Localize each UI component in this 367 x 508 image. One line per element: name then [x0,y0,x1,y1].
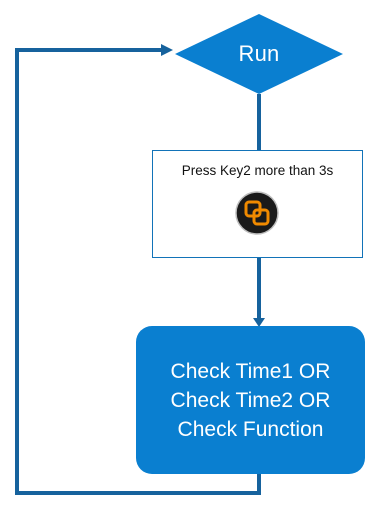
arrowhead-into-run [161,44,173,56]
press-key-label: Press Key2 more than 3s [181,163,334,178]
run-label: Run [238,41,280,66]
check-line-3: Check Function [177,417,324,441]
check-line-2: Check Time2 OR [170,388,331,412]
check-line-1: Check Time1 OR [170,359,331,383]
key-combo-icon [235,191,279,235]
loop-back-connector [15,48,261,495]
arrowhead-into-check [253,318,265,327]
check-process-box: Check Time1 OR Check Time2 OR Check Func… [136,326,365,474]
run-diamond [175,14,343,94]
press-key-box: Press Key2 more than 3s [152,150,363,258]
